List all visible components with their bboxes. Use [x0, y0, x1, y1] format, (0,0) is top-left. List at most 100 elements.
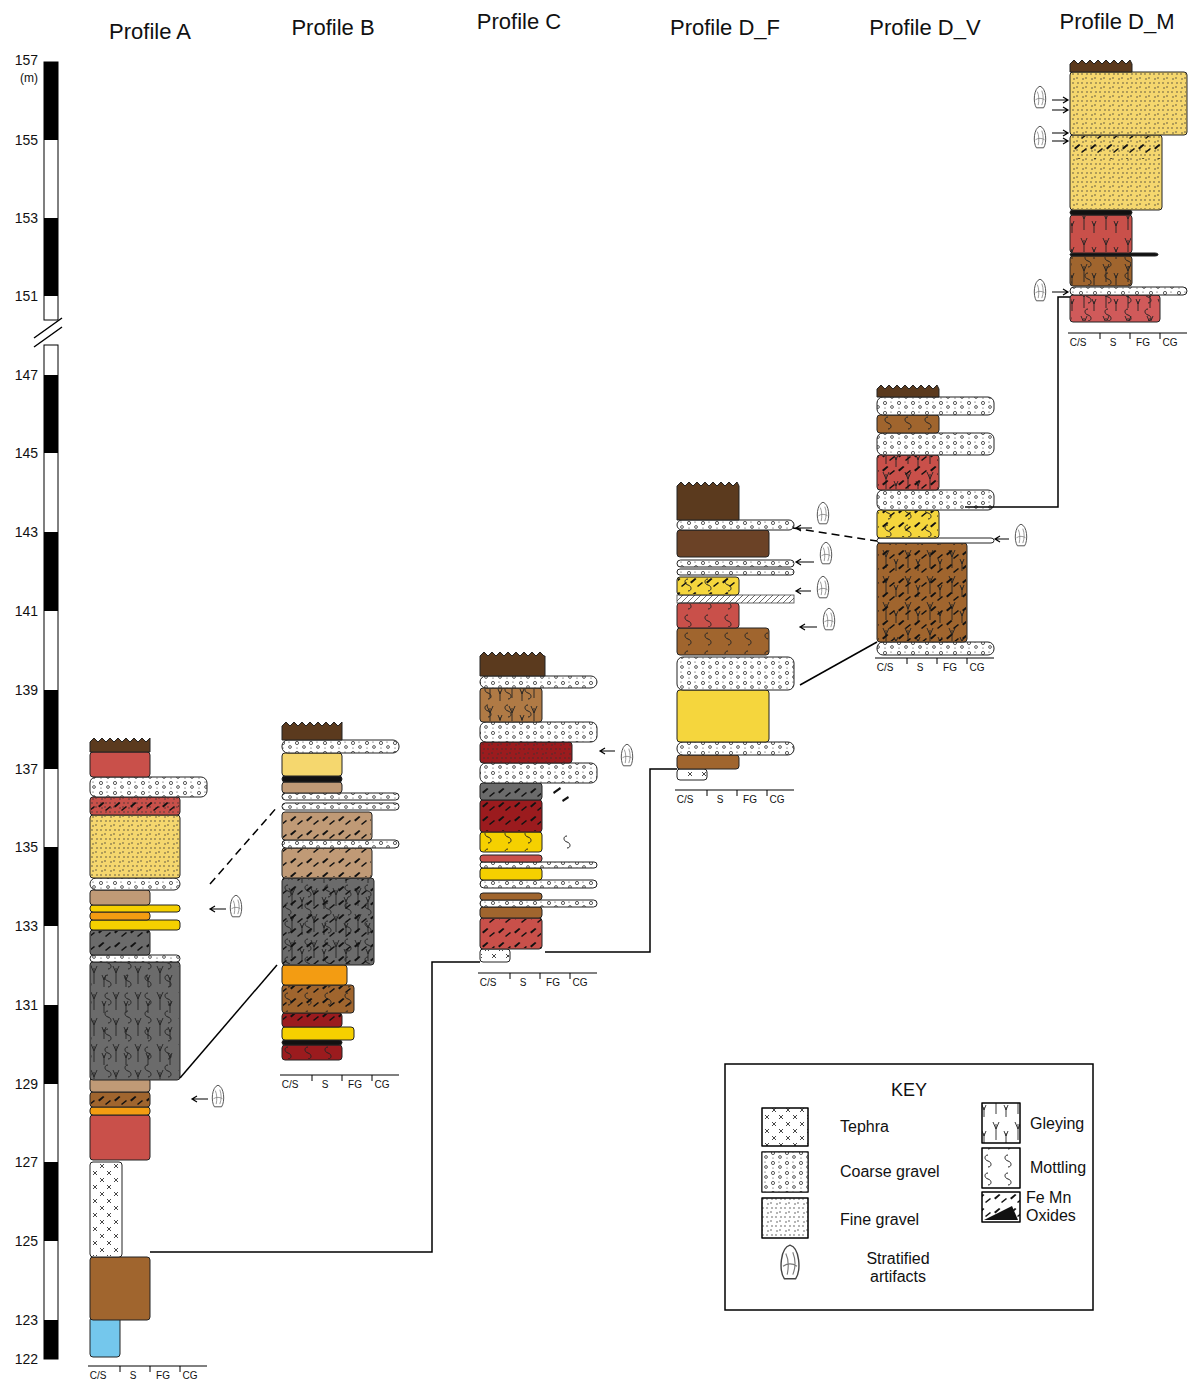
sediment-layer — [877, 543, 967, 642]
sediment-layer — [480, 783, 542, 800]
grain-size-label: C/S — [90, 1370, 107, 1382]
scale-number: 137 — [15, 761, 38, 777]
sediment-layer — [1070, 72, 1187, 135]
layer-pattern — [283, 1014, 341, 1026]
sediment-layer — [480, 907, 542, 918]
artifact-detail — [1036, 131, 1045, 145]
profile-title: Profile D_F — [670, 15, 780, 40]
artifact-icon — [823, 608, 834, 630]
sediment-layer — [90, 962, 180, 1080]
artifact-icon — [230, 895, 241, 917]
legend-swatch — [762, 1108, 808, 1146]
sediment-layer — [677, 530, 769, 557]
gravel-layer — [282, 740, 399, 753]
sediment-layer — [90, 1257, 150, 1320]
sediment-layer — [1070, 295, 1160, 322]
sediment-layer — [90, 1092, 150, 1107]
layer-pattern — [481, 833, 541, 851]
artifact-icon — [1034, 279, 1045, 301]
sediment-layer — [480, 855, 542, 862]
gravel-layer — [877, 433, 994, 455]
artifact-arrow — [192, 1096, 208, 1102]
artifact-arrow — [600, 748, 615, 754]
gravel-layer — [480, 722, 597, 742]
scale-number: 139 — [15, 682, 38, 698]
sediment-layer — [480, 893, 542, 900]
profile-title: Profile D_V — [869, 15, 980, 40]
scale-number: 155 — [15, 132, 38, 148]
legend-text: Stratified artifacts — [838, 1250, 958, 1287]
scale-break — [34, 318, 62, 347]
scale-segment — [44, 847, 58, 926]
profile-title: Profile A — [109, 19, 191, 44]
grain-size-label: S — [1110, 337, 1117, 349]
sediment-layer — [282, 776, 342, 782]
sediment-layer — [90, 1162, 122, 1257]
grain-size-label: C/S — [877, 662, 894, 674]
gravel-layer — [677, 520, 794, 530]
scale-number: 153 — [15, 210, 38, 226]
sediment-layer — [677, 628, 769, 655]
layer-pattern — [283, 849, 371, 877]
layer-pattern — [481, 689, 541, 721]
topsoil-layer — [677, 482, 739, 520]
sediment-layer — [1070, 215, 1132, 253]
sediment-layer — [90, 815, 180, 878]
topsoil-layer — [877, 385, 939, 397]
legend-swatch — [762, 1198, 808, 1238]
sediment-layer — [282, 753, 342, 776]
layer-pattern — [91, 931, 149, 954]
layer-pattern — [1071, 216, 1131, 252]
layer-pattern — [283, 879, 373, 964]
sediment-layer — [90, 1115, 150, 1160]
layer-pattern — [481, 919, 541, 948]
layer-pattern — [481, 689, 541, 721]
correlation-line — [965, 297, 1070, 507]
artifact-detail — [232, 900, 241, 914]
grain-size-label: CG — [1163, 337, 1178, 349]
scale-number: (m) — [20, 72, 38, 86]
scale-number: 127 — [15, 1154, 38, 1170]
correlation-line — [180, 965, 277, 1078]
legend-swatch — [982, 1192, 1020, 1222]
gravel-layer — [90, 777, 207, 797]
scale-segment — [44, 62, 58, 140]
sediment-layer — [282, 782, 342, 793]
sediment-layer — [90, 905, 180, 912]
topsoil-layer — [282, 722, 342, 740]
artifact-detail — [819, 507, 828, 521]
layer-pattern — [91, 1163, 121, 1256]
sediment-layer — [90, 1317, 120, 1357]
sediment-layer — [90, 890, 150, 905]
layer-pattern — [481, 743, 571, 762]
layer-pattern — [91, 963, 179, 1079]
sediment-layer — [677, 577, 739, 595]
scale-number: 143 — [15, 524, 38, 540]
artifact-icon — [212, 1085, 223, 1107]
scale-segment — [44, 1320, 58, 1359]
sediment-layer — [282, 1045, 342, 1060]
grain-size-label: FG — [943, 662, 957, 674]
legend-swatch — [984, 1206, 1018, 1220]
layer-pattern — [878, 456, 938, 489]
layer-pattern — [91, 1093, 149, 1106]
correlation-line — [150, 962, 480, 1252]
layer-pattern — [283, 879, 373, 964]
scale-number: 122 — [15, 1351, 38, 1367]
correlation-line — [545, 769, 677, 952]
sediment-layer — [282, 878, 374, 965]
sediment-layer — [90, 920, 180, 930]
layer-pattern — [283, 879, 373, 964]
artifact-arrow — [796, 559, 814, 565]
gravel-layer — [480, 880, 597, 888]
grain-size-label: FG — [546, 977, 560, 989]
profile-title: Profile C — [477, 9, 561, 34]
layer-pattern — [481, 784, 541, 799]
gravel-layer — [1070, 287, 1187, 295]
grain-size-label: S — [322, 1079, 329, 1091]
artifact-arrow — [1052, 97, 1068, 103]
scale-segment — [44, 1162, 58, 1241]
scale-number: 123 — [15, 1312, 38, 1328]
artifact-arrow — [1052, 107, 1068, 113]
gravel-layer — [282, 793, 399, 800]
